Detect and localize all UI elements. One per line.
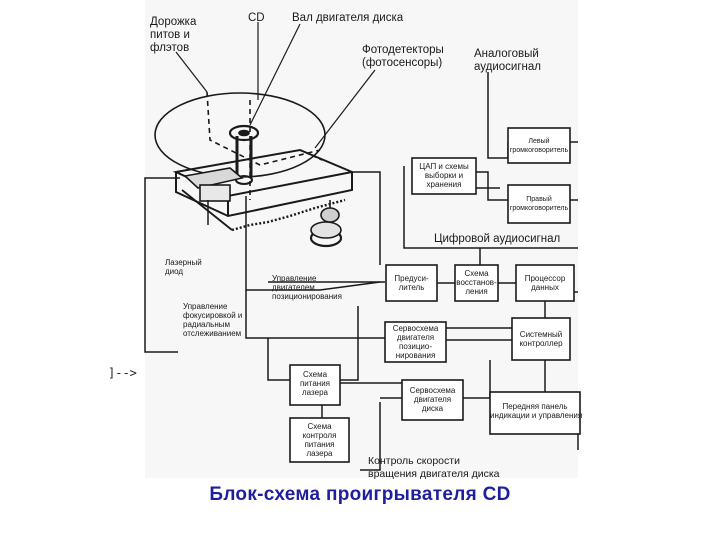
text-disc-motor-servo: Сервосхема двигателя диска [409,386,456,413]
label-pits-track: Дорожка питов и флэтов [150,16,197,54]
label-positioning-motor-control: Управление двигателем позиционирования [272,274,342,301]
box-laser-power-control [289,417,350,463]
label-motor-shaft: Вал двигателя диска [292,12,404,24]
box-servo-positioning [384,321,447,363]
box-right-channel [507,184,571,224]
signal-wiring [144,72,579,471]
box-left-channel [507,127,571,164]
box-dac [411,157,477,195]
box-preamp [385,264,438,302]
text-laser-power-control: Схема контроля питания лазера [302,422,337,458]
box-demod [454,264,499,302]
diagram-caption: Блок-схема проигрывателя CD [209,484,511,505]
leader-lines [175,22,376,149]
text-front-panel: Передняя панель индикации и управления [490,402,583,420]
box-disc-motor-servo [401,379,464,421]
box-laser-power [289,364,341,406]
text-dac: ЦАП и схемы выборки и хранения [419,162,469,189]
label-cd: CD [248,12,265,24]
label-focus-tracking-control: Управление фокусировкой и радиальным отс… [183,302,243,338]
text-left-channel: Левый громкоговоритель [509,138,569,154]
box-system-controller [511,317,571,361]
text-system-controller: Системный контроллер [519,330,563,348]
label-photodetectors: Фотодетекторы (фотосенсоры) [362,44,444,69]
label-digital-audio: Цифровой аудиосигнал [434,233,561,245]
text-preamp: Предуси- литель [394,274,429,292]
text-laser-power: Схема питания лазера [299,370,331,397]
label-speed-control: Контроль скорости вращения двигателя дис… [368,455,500,480]
text-right-channel: Правый громкоговоритель [509,196,569,212]
box-data-processor [515,264,575,302]
label-laser-diode: Лазерный диод [165,258,202,276]
text-data-processor: Процессор данных [524,274,566,292]
block-boxes [289,127,581,463]
text-demod: Схема восстанов- ления [456,269,497,296]
text-servo-positioning: Сервосхема двигателя позицио- нирования [392,324,439,360]
box-front-panel [489,391,581,435]
stray-markup-text: ]--> [108,366,137,380]
label-analog-audio: Аналоговый аудиосигнал [474,48,541,73]
disc-hub [228,124,260,142]
